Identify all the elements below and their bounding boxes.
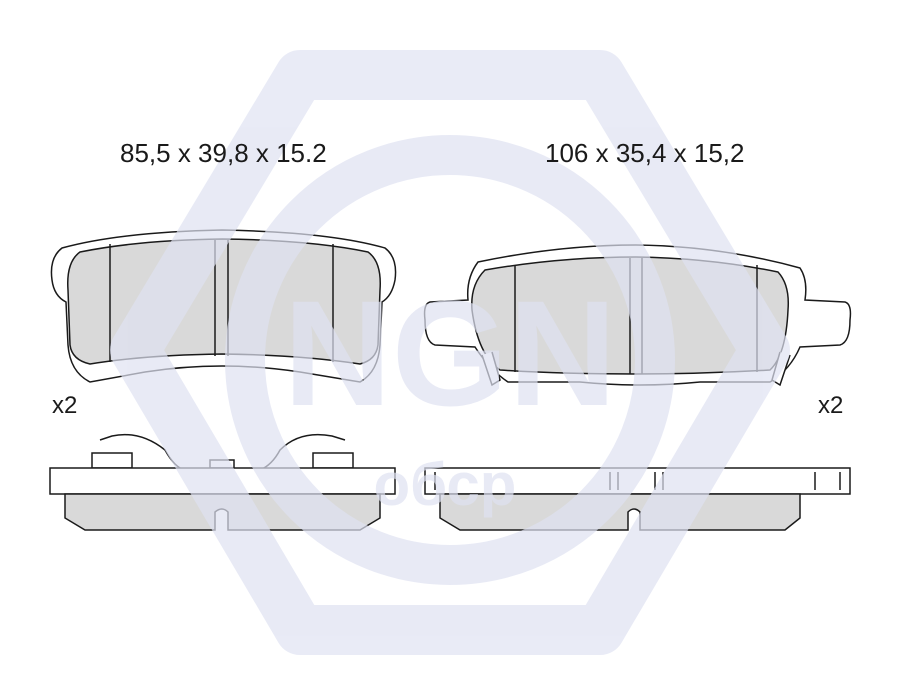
pad-right-dimensions: 106 x 35,4 x 15,2 [545, 138, 745, 168]
pad-right-quantity: x2 [818, 392, 844, 419]
watermark-logo: NGN обср [110, 50, 790, 655]
watermark-logo-text: NGN [283, 269, 616, 437]
pad-left-dimensions: 85,5 x 39,8 x 15.2 [120, 138, 327, 168]
pad-left-quantity: x2 [52, 392, 78, 419]
watermark-site-text: обср [374, 451, 517, 518]
